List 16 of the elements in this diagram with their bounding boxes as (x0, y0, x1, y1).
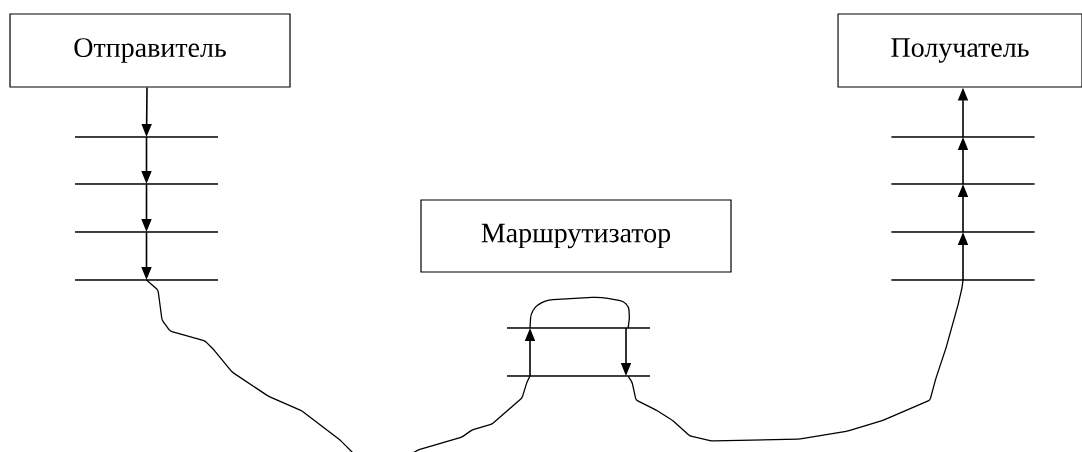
layer-line (74, 183, 219, 185)
label-box: Отправитель (9, 13, 291, 88)
loop-line (529, 296, 630, 329)
layer-line (506, 375, 651, 377)
layer-line (506, 327, 651, 329)
layer-line (74, 136, 219, 138)
layer-line (891, 136, 1035, 138)
layer-line (74, 279, 219, 281)
layer-line (891, 279, 1035, 281)
layer-line (891, 183, 1035, 185)
connection-line (145, 279, 531, 452)
label-box: Получатель (837, 13, 1082, 88)
layer-line (891, 231, 1035, 233)
layer-line (74, 231, 219, 233)
label-box: Маршрутизатор (420, 199, 732, 273)
connection-line (627, 279, 964, 442)
